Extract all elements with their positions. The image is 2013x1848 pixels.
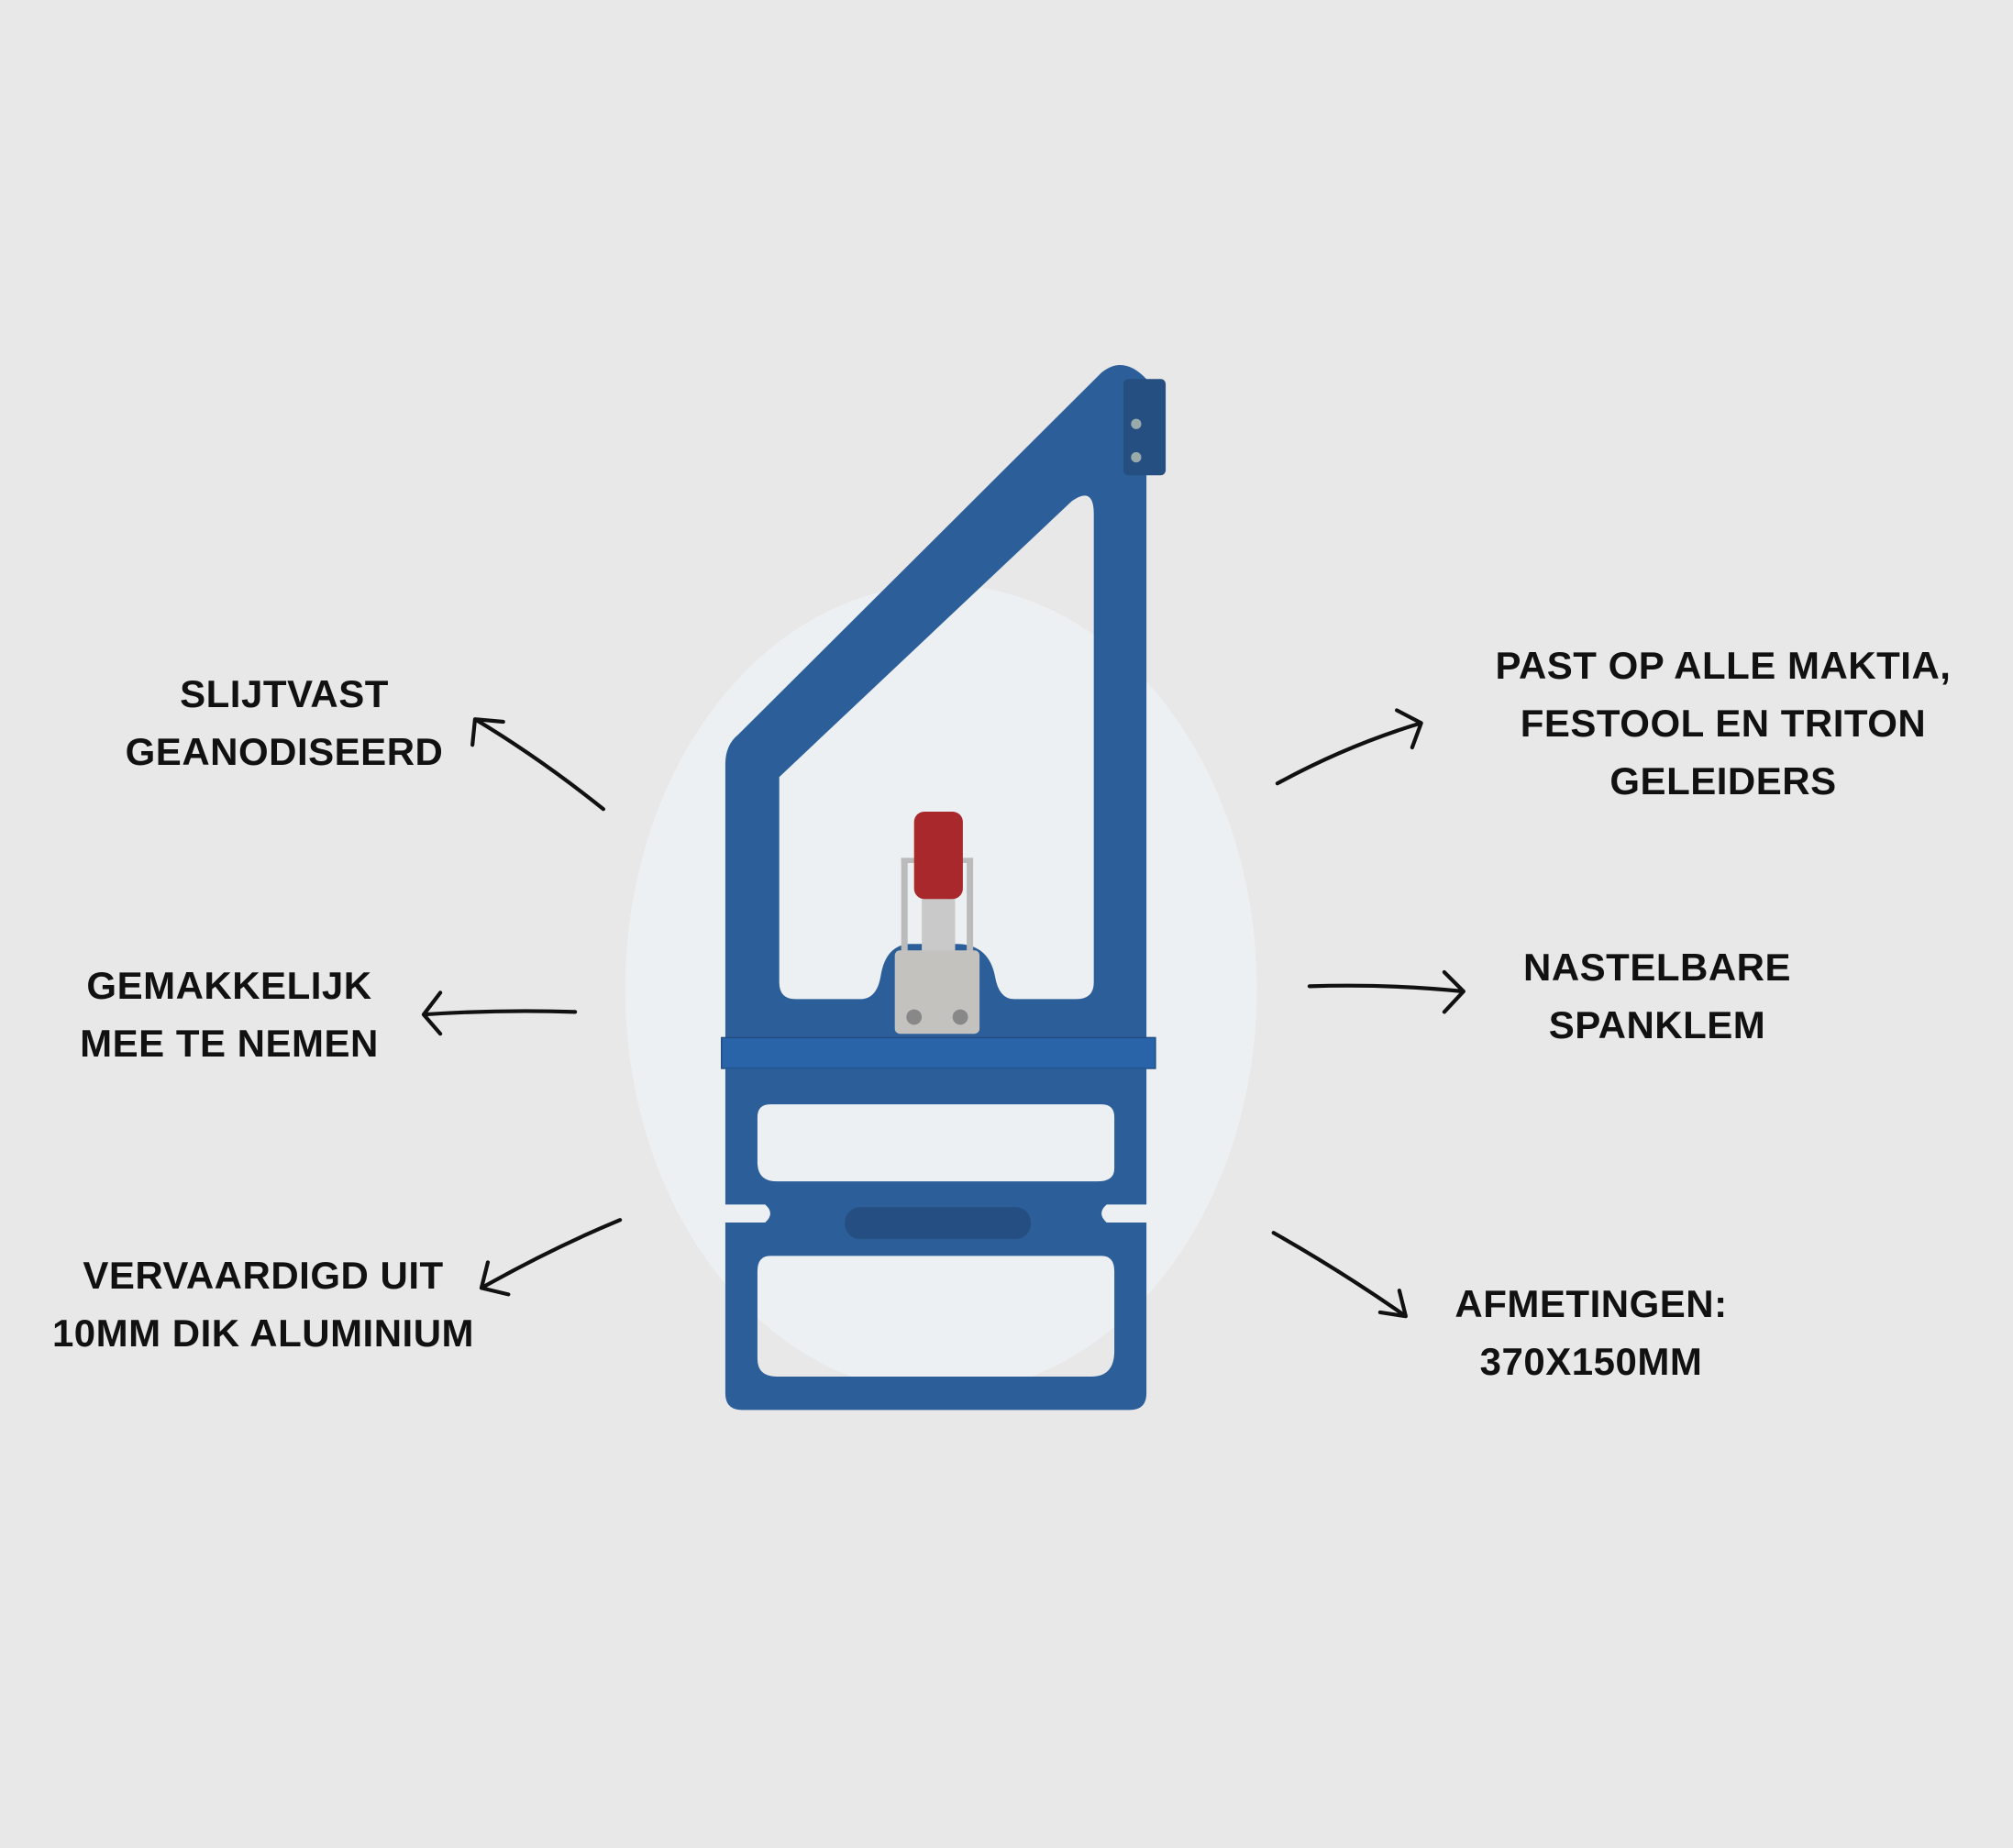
clamp-red-handle bbox=[913, 812, 963, 900]
rail-fence-bar bbox=[721, 1036, 1156, 1069]
arrows bbox=[421, 708, 1466, 1319]
feature-line: GELEIDERS bbox=[1609, 759, 1837, 802]
feature-line: GEANODISEERD bbox=[125, 730, 444, 773]
feature-line: 370X150MM bbox=[1479, 1340, 1703, 1383]
arrow-icon bbox=[1307, 969, 1466, 1014]
feature-wear-resistant: SLIJTVAST GEANODISEERD bbox=[126, 665, 444, 780]
feature-line: 10MM DIK ALUMINIUM bbox=[51, 1311, 475, 1355]
arrow-icon bbox=[470, 717, 606, 812]
arrow-icon bbox=[479, 1218, 623, 1297]
feature-line: PAST OP ALLE MAKTIA, bbox=[1495, 644, 1952, 687]
feature-line: FESTOOL EN TRITON bbox=[1520, 702, 1927, 745]
feature-line: MEE TE NEMEN bbox=[80, 1022, 379, 1065]
feature-dimensions: AFMETINGEN: 370X150MM bbox=[1454, 1275, 1727, 1390]
feature-line: NASTELBARE bbox=[1522, 946, 1792, 989]
guide-rail-square-tool bbox=[721, 364, 1167, 1411]
top-bracket bbox=[1123, 379, 1167, 476]
toggle-clamp bbox=[894, 812, 980, 1035]
feature-clamp: NASTELBARE SPANKLEM bbox=[1523, 938, 1791, 1054]
feature-material: VERVAARDIGD UIT 10MM DIK ALUMINIUM bbox=[52, 1246, 474, 1362]
upper-triangle-frame bbox=[724, 364, 1147, 1041]
screw bbox=[1131, 418, 1142, 429]
feature-line: GEMAKKELIJK bbox=[86, 964, 372, 1007]
screw bbox=[1131, 452, 1142, 463]
arrow-icon bbox=[1271, 1231, 1408, 1319]
arrow-icon bbox=[1275, 708, 1423, 786]
slot bbox=[845, 1207, 1032, 1240]
feature-compatibility: PAST OP ALLE MAKTIA, FESTOOL EN TRITON G… bbox=[1496, 636, 1952, 810]
feature-line: SPANKLEM bbox=[1548, 1003, 1766, 1046]
feature-line: SLIJTVAST bbox=[180, 672, 389, 715]
feature-line: AFMETINGEN: bbox=[1454, 1282, 1728, 1325]
feature-portable: GEMAKKELIJK MEE TE NEMEN bbox=[80, 957, 379, 1072]
feature-line: VERVAARDIGD UIT bbox=[83, 1254, 444, 1297]
arrow-icon bbox=[421, 990, 578, 1036]
